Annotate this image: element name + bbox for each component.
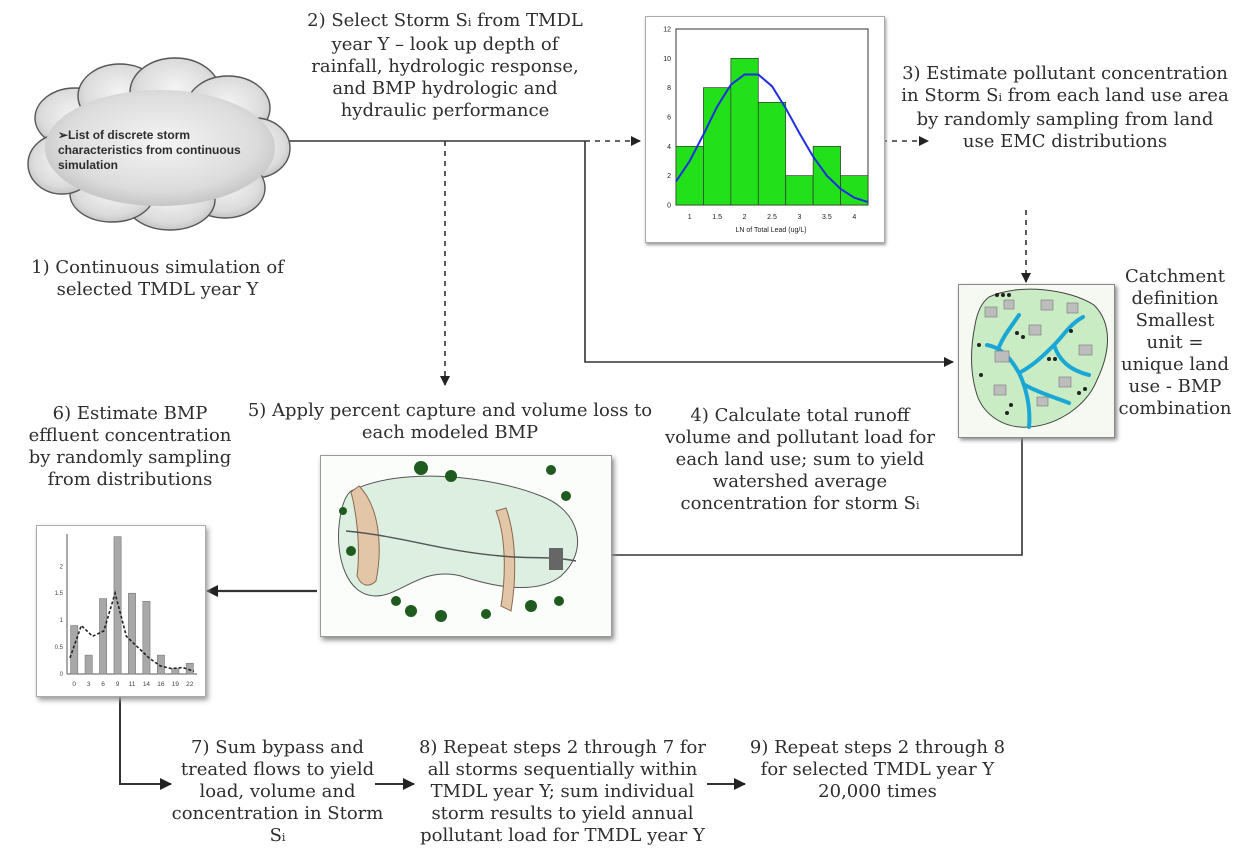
trees: [339, 461, 571, 622]
effluent-bar: [128, 592, 136, 675]
effluent-y-tick-label: 0: [60, 672, 64, 678]
step3-subscript: i: [998, 91, 1003, 104]
effluent-bar: [156, 654, 165, 675]
histogram-x-tick-label: 1.5: [712, 214, 722, 221]
effluent-bar: [142, 601, 151, 675]
step3-text-pre: 3) Estimate pollutant concentration in S…: [901, 63, 1228, 106]
histogram-y-tick-label: 12: [663, 27, 671, 34]
effluent-x-tick-label: 3: [87, 681, 91, 688]
step3-text-post: from each land use area by randomly samp…: [916, 85, 1229, 152]
effluent-y-tick-label: 1.5: [55, 591, 64, 597]
land-parcels: [984, 299, 1093, 407]
histogram-x-tick-label: 3: [797, 214, 801, 221]
histogram-x-tick-label: 2: [743, 214, 747, 221]
effluent-x-tick-label: 0: [72, 681, 76, 688]
bmp-markers: [977, 293, 1087, 415]
step2-text-pre: 2) Select Storm S: [307, 10, 468, 31]
basin-outline: [338, 475, 579, 597]
histogram-x-axis-label: LN of Total Lead (ug/L): [735, 227, 806, 234]
step3-text: 3) Estimate pollutant concentration in S…: [900, 63, 1230, 153]
step7-subscript: i: [281, 831, 286, 844]
effluent-x-tick-label: 19: [172, 681, 180, 688]
catchment-map: [958, 284, 1115, 438]
step1-text: 1) Continuous simulation of selected TMD…: [31, 257, 284, 300]
histogram-bar: [757, 101, 787, 206]
histogram-y-tick-label: 2: [667, 173, 671, 180]
effluent-x-tick-label: 11: [129, 681, 136, 688]
step9-text: 9) Repeat steps 2 through 8 for selected…: [749, 737, 1006, 802]
histogram-y-tick-label: 8: [667, 85, 671, 92]
histogram-x-tick-label: 3.5: [822, 214, 832, 221]
effluent-fit-curve: [69, 590, 195, 673]
histogram-y-tick-label: 0: [667, 203, 671, 210]
step6-text: 6) Estimate BMP effluent concentration b…: [28, 403, 232, 490]
histogram-x-tick-label: 1: [688, 214, 692, 221]
effluent-x-tick-label: 9: [116, 681, 120, 688]
berm-middle: [495, 507, 516, 612]
step5-text: 5) Apply percent capture and volume loss…: [247, 400, 653, 443]
catchment-text: Catchment definition Smallest unit = uni…: [1118, 266, 1232, 419]
step4-text: 4) Calculate total runoff volume and pol…: [655, 405, 945, 517]
effluent-bar: [113, 536, 122, 675]
histogram-x-tick-label: 4: [852, 214, 856, 221]
effluent-bar: [99, 598, 108, 675]
effluent-bar: [70, 625, 79, 675]
step4-text-pre: 4) Calculate total runoff volume and pol…: [664, 405, 936, 514]
lead-histogram-chart: 0 2 4 6 8 10 12 1 1.5 2 2.5 3 3.5 4 LN of Total Lead…: [645, 16, 885, 243]
step8-text: 8) Repeat steps 2 through 7 for all stor…: [418, 737, 706, 846]
arrow-step6-to-step7: [119, 689, 172, 790]
effluent-y-tick-label: 0.5: [55, 645, 64, 651]
histogram-y-tick-label: 4: [667, 144, 671, 151]
histogram-y-tick-label: 6: [667, 115, 671, 122]
arrow-main-to-catchment: [584, 141, 954, 367]
effluent-x-tick-label: 22: [186, 681, 194, 688]
effluent-x-tick-label: 6: [101, 681, 105, 688]
histogram-x-tick-label: 2.5: [767, 214, 777, 221]
effluent-x-tick-label: 16: [157, 681, 165, 688]
forebay-left: [350, 485, 380, 586]
cloud-text: ➢List of discrete storm characteristics …: [58, 128, 241, 172]
step7-text-pre: 7) Sum bypass and treated flows to yield…: [171, 737, 384, 846]
effluent-bar: [84, 654, 93, 675]
step2-subscript: i: [467, 16, 472, 29]
effluent-y-tick-label: 1: [60, 618, 64, 624]
effluent-bar: [171, 668, 180, 675]
step2-text: 2) Select Storm Si from TMDL year Y – lo…: [300, 10, 590, 122]
outlet-structure: [549, 548, 563, 570]
effluent-y-tick-label: 2: [60, 564, 64, 570]
effluent-bar: [185, 662, 194, 675]
step7-text: 7) Sum bypass and treated flows to yield…: [170, 737, 385, 849]
histogram-y-tick-label: 10: [663, 56, 671, 63]
histogram-bar: [785, 175, 814, 206]
histogram-fit-curve: [675, 73, 869, 204]
stream-network: [985, 313, 1091, 429]
histogram-bar: [730, 57, 759, 206]
effluent-x-tick-label: 14: [143, 681, 151, 688]
step4-subscript: i: [915, 499, 920, 512]
bmp-site-plan: [320, 455, 612, 637]
effluent-distribution-chart: 0 0.5 1 1.5 2 0 3 6 9 11 14 16 19 22: [36, 525, 206, 697]
step2-text-post: from TMDL year Y – look up depth of rain…: [311, 10, 583, 121]
